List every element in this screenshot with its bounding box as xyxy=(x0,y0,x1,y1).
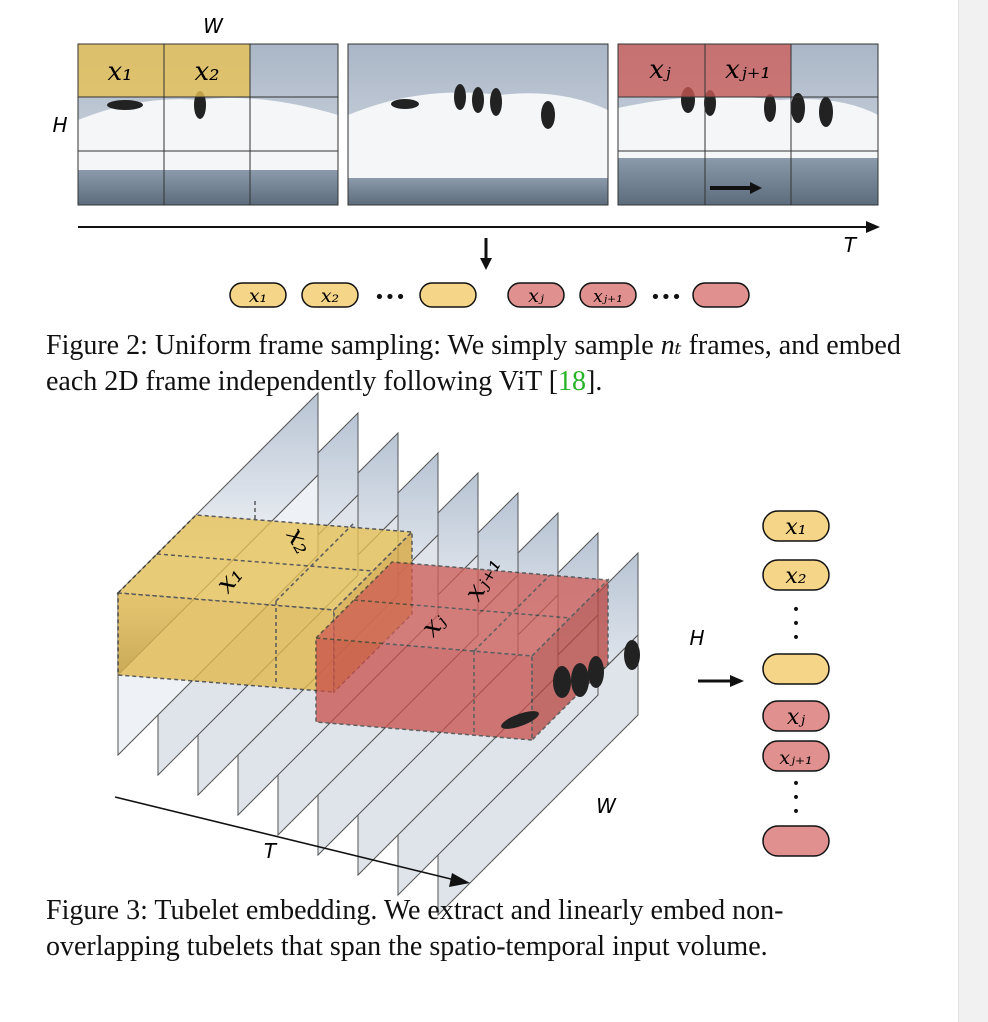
fig2-token-empty-red xyxy=(692,282,750,308)
fig3-token-label-xj: xⱼ xyxy=(787,705,805,730)
fig2-frame-1: x₁ x₂ xyxy=(77,43,339,206)
fig3-axis-w-label: W xyxy=(596,794,617,818)
figure-canvas: x₁ x₂ xyxy=(52,14,880,917)
fig2-token-label-x1: x₁ xyxy=(249,285,267,307)
fig3-token-x2 xyxy=(762,559,830,591)
fig2-token-label-xj1: xⱼ₊₁ xyxy=(593,287,623,307)
fig3-axis-t-label: T xyxy=(264,839,278,863)
fig3-token-column: x₁ x₂ • • • xⱼ xⱼ₊₁ • • • xyxy=(762,510,830,857)
fig2-axis-t-label: T xyxy=(844,233,858,257)
fig3-token-x1 xyxy=(762,510,830,542)
fig2-token-row: x₁ x₂ ••• xⱼ xⱼ₊₁ ••• xyxy=(229,282,750,308)
fig3-axis-h-label: H xyxy=(689,626,704,650)
fig2-token-xj xyxy=(507,282,565,308)
fig2-ellipsis-1: ••• xyxy=(374,287,406,308)
fig2-axis-w-label: W xyxy=(203,14,224,38)
fig3-time-axis xyxy=(114,796,456,881)
fig2-caption-prefix: Figure 2: Uniform frame sampling: We sim… xyxy=(46,330,661,361)
fig2-ellipsis-2: ••• xyxy=(650,287,682,308)
fig3-front-frame-penguins xyxy=(501,640,640,729)
fig2-frame-3: xⱼ xⱼ₊₁ xyxy=(617,43,879,206)
fig2-caption-mid: frames, and embed each 2D frame independ… xyxy=(46,330,901,397)
fig3-ellipsis-dot-3: • xyxy=(792,630,800,646)
fig2-caption: Figure 2: Uniform frame sampling: We sim… xyxy=(46,328,906,400)
fig3-diagram: x₁ x₂ xⱼ xⱼ₊₁ T W H xyxy=(114,391,830,917)
fig3-ellipsis-dot-2: • xyxy=(792,616,800,632)
fig3-token-xj1 xyxy=(762,740,830,772)
fig2-axis-h-label: H xyxy=(52,113,67,137)
fig3-token-xj xyxy=(762,700,830,732)
scrollbar[interactable] xyxy=(958,0,988,1022)
fig2-token-label-xj: xⱼ xyxy=(528,285,544,307)
fig2-caption-suffix: ]. xyxy=(586,366,603,397)
fig3-ellipsis-dot-5: • xyxy=(792,790,800,806)
fig3-caption: Figure 3: Tubelet embedding. We extract … xyxy=(46,895,784,962)
fig2-patch-label-x1: x₁ xyxy=(107,57,132,87)
fig3-tubelet-red xyxy=(314,561,610,742)
fig2-patch-label-xj1: xⱼ₊₁ xyxy=(725,55,771,85)
fig3-token-label-xj1: xⱼ₊₁ xyxy=(779,747,812,769)
fig2-token-x2 xyxy=(301,282,359,308)
fig3-token-empty-yellow xyxy=(762,653,830,685)
fig2-token-xj1 xyxy=(579,282,637,308)
fig3-token-label-x2: x₂ xyxy=(785,564,806,589)
fig2-patch-label-xj: xⱼ xyxy=(649,55,671,85)
fig3-ellipsis-dot-6: • xyxy=(792,804,800,820)
fig2-token-x1 xyxy=(229,282,287,308)
fig3-ellipsis-dot-1: • xyxy=(792,602,800,618)
fig3-ellipsis-dot-4: • xyxy=(792,776,800,792)
fig2-caption-math: nₜ xyxy=(660,330,682,361)
fig2-token-empty-yellow xyxy=(419,282,477,308)
fig2-patch-label-x2: x₂ xyxy=(194,57,219,87)
fig2-caption-ref-link[interactable]: 18 xyxy=(558,366,587,397)
fig2-frame-2 xyxy=(347,43,609,206)
fig2-token-label-x2: x₂ xyxy=(321,285,339,307)
fig2-diagram: x₁ x₂ xyxy=(52,14,880,308)
fig3-token-empty-red xyxy=(762,825,830,857)
fig3-token-label-x1: x₁ xyxy=(785,515,806,540)
